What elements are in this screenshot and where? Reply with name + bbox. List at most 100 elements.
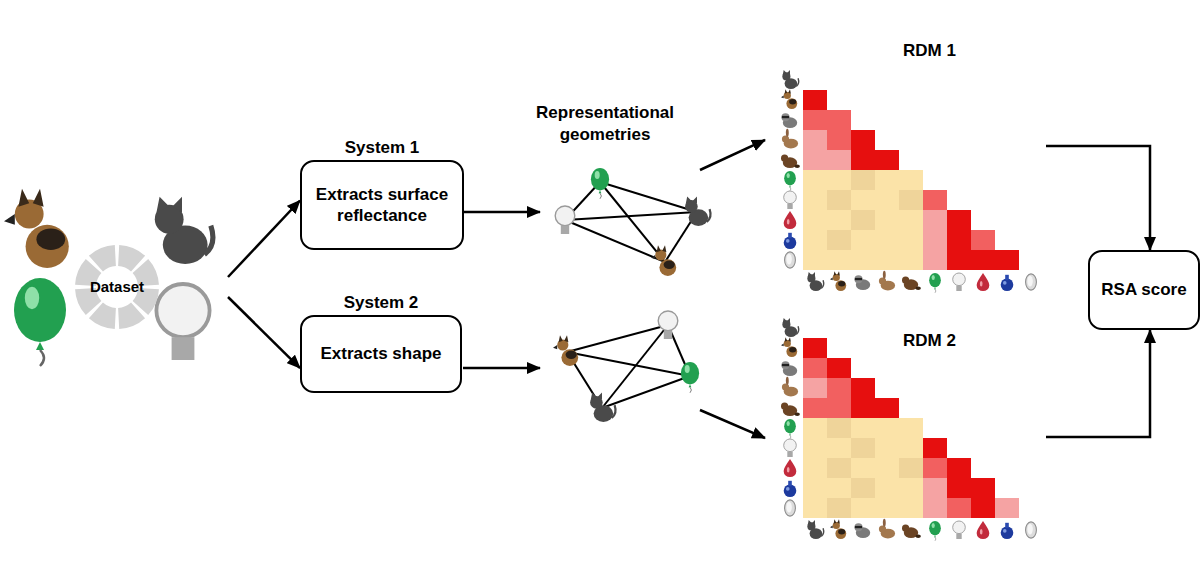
beaver-icon bbox=[902, 525, 921, 539]
dog-shape bbox=[834, 271, 840, 276]
bottle-shape bbox=[1005, 523, 1009, 528]
rdm-cell bbox=[875, 398, 899, 418]
dog-shape bbox=[838, 281, 845, 286]
rdm-cell bbox=[875, 170, 899, 190]
balloon-shape bbox=[929, 521, 941, 535]
cat-icon bbox=[807, 272, 823, 291]
rdm-cell bbox=[851, 130, 875, 150]
disk-icon bbox=[785, 252, 796, 268]
disk-shape bbox=[1026, 274, 1037, 290]
disk-shape bbox=[786, 254, 791, 265]
cat-shape bbox=[783, 318, 790, 323]
dog-shape bbox=[781, 344, 784, 347]
raccoon-shape bbox=[782, 116, 789, 118]
balloon-shape bbox=[935, 289, 937, 293]
bulb-shape bbox=[561, 226, 569, 234]
rdm-cell bbox=[923, 478, 947, 498]
drop-shape bbox=[980, 281, 983, 286]
rdm-cell bbox=[851, 170, 875, 190]
drop-icon bbox=[977, 521, 990, 539]
rdm-cell bbox=[803, 190, 827, 210]
rdm-cell bbox=[803, 438, 827, 458]
drop-shape bbox=[977, 273, 990, 291]
bulb-icon bbox=[784, 191, 797, 209]
rdm-cell bbox=[923, 210, 947, 230]
rdm-cell bbox=[875, 210, 899, 230]
rdm-cell bbox=[995, 498, 1019, 518]
dog-icon bbox=[830, 519, 846, 539]
cat-icon bbox=[685, 197, 710, 226]
dog-shape bbox=[657, 245, 667, 252]
rabbit-icon bbox=[879, 519, 895, 539]
bottle-shape bbox=[1003, 281, 1007, 285]
rabbit-shape bbox=[883, 271, 886, 279]
rdm-cell bbox=[899, 170, 923, 190]
rdm-cell bbox=[971, 250, 995, 270]
rdm-cell bbox=[875, 418, 899, 438]
bulb-icon bbox=[784, 439, 797, 457]
dog-shape bbox=[786, 98, 797, 109]
rabbit-shape bbox=[786, 129, 789, 137]
rdm-cell bbox=[971, 498, 995, 518]
rabbit-shape bbox=[786, 377, 789, 385]
bottle-shape bbox=[1003, 529, 1007, 533]
rdm-cell bbox=[875, 438, 899, 458]
drop-icon bbox=[977, 273, 990, 291]
geometry-link bbox=[600, 182, 697, 212]
disk-icon bbox=[1026, 522, 1037, 538]
balloon-icon bbox=[929, 273, 941, 293]
balloon-shape bbox=[685, 365, 690, 373]
balloon-shape bbox=[14, 278, 66, 342]
rdm-cell bbox=[803, 478, 827, 498]
bulb-icon bbox=[156, 284, 209, 360]
bulb-shape bbox=[784, 191, 797, 204]
rdm-cell bbox=[803, 378, 827, 398]
bottle-icon bbox=[1001, 275, 1014, 291]
beaver-shape bbox=[902, 525, 909, 532]
cat-shape bbox=[821, 528, 823, 536]
disk-shape bbox=[1027, 276, 1032, 287]
dog-shape bbox=[835, 528, 846, 539]
rdm-cell bbox=[851, 210, 875, 230]
balloon-shape bbox=[600, 193, 601, 199]
cat-shape bbox=[612, 405, 616, 418]
bottle-shape bbox=[788, 233, 792, 238]
balloon-shape bbox=[935, 537, 937, 541]
geometry-link bbox=[567, 325, 668, 352]
cat-icon bbox=[590, 393, 615, 422]
dog-shape bbox=[36, 228, 65, 250]
dog-shape bbox=[830, 278, 833, 281]
rdm-cell bbox=[899, 190, 923, 210]
rdm-cell bbox=[899, 210, 923, 230]
dog-icon bbox=[830, 271, 846, 291]
balloon-shape bbox=[681, 362, 699, 384]
rdm-cell bbox=[875, 498, 899, 518]
cat-shape bbox=[796, 78, 798, 86]
rdm-cell bbox=[947, 498, 971, 518]
disk-icon bbox=[1026, 274, 1037, 290]
rdm-cell bbox=[899, 418, 923, 438]
dog-shape bbox=[559, 335, 569, 342]
beaver-shape bbox=[916, 287, 921, 291]
rdm-cell bbox=[803, 230, 827, 250]
disk-shape bbox=[1027, 524, 1032, 535]
rdm-cell bbox=[803, 210, 827, 230]
balloon-shape bbox=[929, 273, 941, 287]
rdm-cell bbox=[947, 478, 971, 498]
balloon-icon bbox=[784, 171, 796, 191]
drop-icon bbox=[784, 211, 797, 229]
rdm-cell bbox=[827, 190, 851, 210]
rdm-cell bbox=[851, 190, 875, 210]
rdm-cell bbox=[827, 230, 851, 250]
rdm-title: RDM 2 bbox=[903, 330, 956, 351]
balloon-shape bbox=[787, 173, 790, 178]
geometry-link bbox=[565, 220, 665, 262]
balloon-shape bbox=[934, 287, 936, 289]
balloon-shape bbox=[599, 190, 602, 193]
bulb-icon bbox=[555, 206, 575, 234]
balloon-shape bbox=[789, 433, 791, 435]
rabbit-shape bbox=[782, 384, 789, 391]
balloon-shape bbox=[591, 168, 609, 190]
rdm-cell bbox=[827, 150, 851, 170]
dog-shape bbox=[789, 347, 796, 352]
